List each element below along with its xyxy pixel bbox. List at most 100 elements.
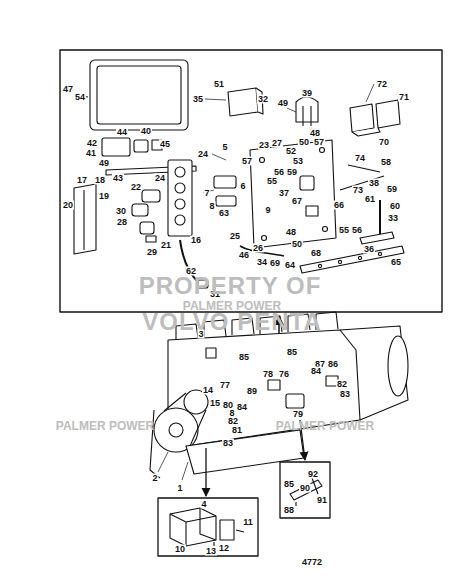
callout-number: 55 [338, 226, 350, 235]
callout-number: 5 [221, 143, 228, 152]
callout-number: 59 [286, 168, 298, 177]
callout-number: 24 [197, 150, 209, 159]
figure-number: 4772 [301, 558, 323, 567]
callout-number: 77 [219, 381, 231, 390]
callout-number: 20 [62, 201, 74, 210]
callout-number: 11 [242, 518, 254, 527]
callout-number: 2 [151, 474, 158, 483]
callout-number: 35 [192, 95, 204, 104]
callout-number: 49 [277, 99, 289, 108]
callout-number: 15 [209, 399, 221, 408]
callout-number: 27 [271, 139, 283, 148]
callout-number: 56 [351, 226, 363, 235]
sender [142, 190, 160, 202]
callout-number: 92 [307, 470, 319, 479]
callout-number: 26 [252, 244, 264, 253]
callout-number: 40 [140, 127, 152, 136]
starter [286, 394, 304, 408]
watermark: PALMER POWER [56, 420, 154, 432]
callout-number: 70 [378, 138, 390, 147]
callout-number: 14 [202, 386, 214, 395]
callout-number: 60 [389, 202, 401, 211]
callout-number: 32 [257, 95, 269, 104]
callout-number: 82 [227, 417, 239, 426]
callout-number: 47 [62, 85, 74, 94]
callout-number: 3 [197, 330, 204, 339]
callout-number: 74 [354, 154, 366, 163]
callout-number: 53 [292, 157, 304, 166]
switch [102, 138, 130, 156]
relay [376, 100, 400, 128]
callout-number: 66 [333, 201, 345, 210]
callout-number: 48 [285, 228, 297, 237]
callout-number: 54 [74, 93, 86, 102]
callout-number: 9 [264, 206, 271, 215]
callout-number: 13 [205, 547, 217, 556]
callout-number: 81 [231, 426, 243, 435]
bracket [228, 88, 258, 116]
callout-number: 23 [258, 141, 270, 150]
callout-number: 8 [208, 202, 215, 211]
detail-inset [158, 498, 258, 556]
callout-number: 64 [284, 261, 296, 270]
callout-number: 17 [76, 176, 88, 185]
instrument-panel [168, 160, 192, 236]
watermark: PALMER POWER [276, 420, 374, 432]
callout-number: 36 [363, 245, 375, 254]
callout-number: 52 [285, 147, 297, 156]
callout-number: 84 [236, 403, 248, 412]
callout-number: 19 [98, 192, 110, 201]
callout-number: 46 [238, 251, 250, 260]
callout-number: 67 [291, 197, 303, 206]
callout-number: 76 [278, 370, 290, 379]
callout-number: 58 [380, 158, 392, 167]
terminal-plate [250, 140, 336, 248]
relay [350, 104, 374, 132]
callout-number: 24 [154, 174, 166, 183]
callout-number: 10 [174, 545, 186, 554]
watermark: VOLVO PENTA [142, 310, 321, 334]
callout-number: 90 [299, 484, 311, 493]
callout-number: 73 [352, 186, 364, 195]
side-strip [74, 184, 96, 254]
callout-number: 88 [283, 506, 295, 515]
callout-number: 29 [146, 248, 158, 257]
callout-number: 7 [203, 189, 210, 198]
cover [170, 508, 216, 546]
callout-number: 79 [292, 410, 304, 419]
callout-number: 55 [266, 177, 278, 186]
callout-number: 65 [390, 258, 402, 267]
callout-number: 91 [316, 496, 328, 505]
callout-number: 51 [213, 80, 225, 89]
callout-number: 22 [130, 183, 142, 192]
callout-number: 21 [160, 241, 172, 250]
callout-number: 48 [309, 129, 321, 138]
callout-number: 68 [310, 249, 322, 258]
callout-number: 30 [115, 207, 127, 216]
callout-number: 69 [269, 259, 281, 268]
watermark: PROPERTY OF [139, 274, 322, 298]
callout-number: 33 [387, 214, 399, 223]
callout-number: 45 [159, 140, 171, 149]
callout-number: 78 [262, 370, 274, 379]
callout-number: 72 [376, 80, 388, 89]
callout-number: 44 [116, 128, 128, 137]
callout-number: 56 [273, 168, 285, 177]
callout-number: 50 [291, 240, 303, 249]
callout-number: 85 [238, 353, 250, 362]
callout-number: 4 [200, 500, 207, 509]
callout-number: 85 [283, 480, 295, 489]
callout-number: 16 [190, 236, 202, 245]
callout-number: 61 [364, 195, 376, 204]
callout-number: 83 [339, 390, 351, 399]
oil-sump [186, 430, 304, 474]
callout-number: 28 [116, 218, 128, 227]
callout-number: 25 [229, 232, 241, 241]
callout-number: 83 [222, 439, 234, 448]
panel-cover [90, 60, 188, 130]
detail-frame [60, 50, 442, 312]
callout-number: 49 [98, 159, 110, 168]
callout-number: 59 [386, 185, 398, 194]
callout-number: 43 [112, 174, 124, 183]
callout-number: 38 [368, 179, 380, 188]
